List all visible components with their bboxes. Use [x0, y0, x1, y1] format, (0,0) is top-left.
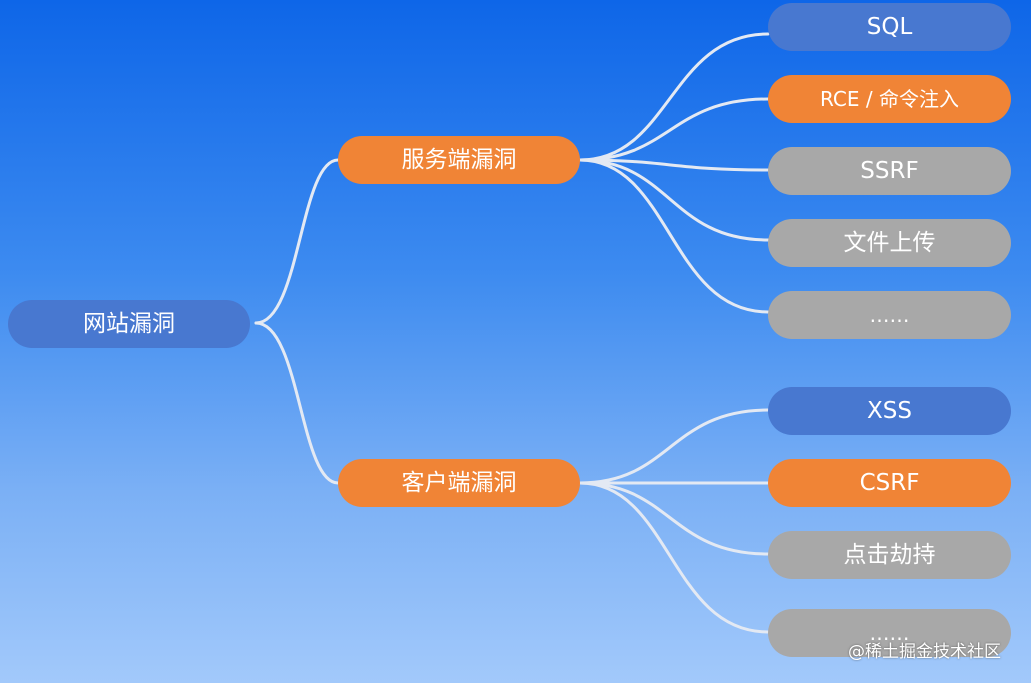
link-server-to-more: [578, 158, 770, 314]
leaf-node-file-upload: 文件上传: [768, 219, 1011, 267]
leaf-node-sql: SQL: [768, 3, 1011, 51]
leaf-node-ssrf: SSRF: [768, 147, 1011, 195]
link-client-to-xss: [578, 408, 770, 485]
leaf-node-clickjacking: 点击劫持: [768, 531, 1011, 579]
link-server-to-ssrf: [578, 158, 770, 172]
link-server-to-upload: [578, 158, 770, 242]
link-root-to-client: [254, 321, 340, 485]
leaf-node-client-more: ……: [768, 609, 1011, 657]
link-server-to-sql: [578, 32, 770, 162]
leaf-node-rce: RCE / 命令注入: [768, 75, 1011, 123]
branch-node-server: 服务端漏洞: [338, 136, 580, 184]
leaf-node-xss: XSS: [768, 387, 1011, 435]
root-node: 网站漏洞: [8, 300, 250, 348]
watermark: @稀土掘金技术社区: [848, 642, 1001, 662]
link-root-to-server: [254, 158, 340, 325]
link-client-to-clickjacking: [578, 481, 770, 556]
branch-node-client: 客户端漏洞: [338, 459, 580, 507]
link-client-to-more: [578, 481, 770, 634]
link-server-to-rce: [578, 97, 770, 162]
leaf-node-csrf: CSRF: [768, 459, 1011, 507]
leaf-node-server-more: ……: [768, 291, 1011, 339]
